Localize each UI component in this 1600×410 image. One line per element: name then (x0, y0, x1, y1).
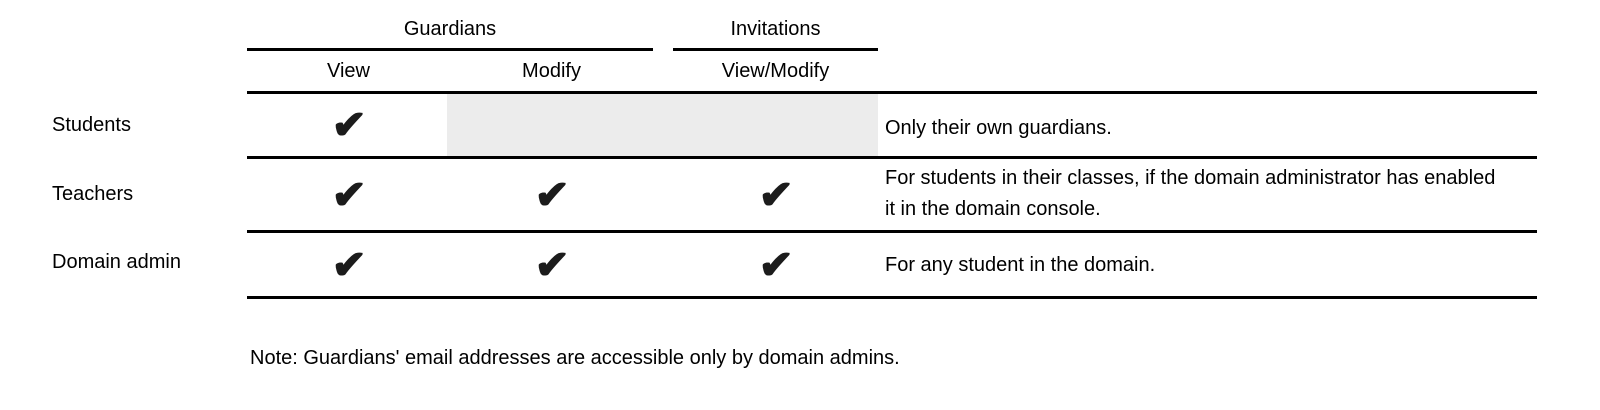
cell-teachers-invitations-view-modify: ✔ (673, 159, 878, 230)
table-rule (247, 156, 1537, 159)
table-rule (247, 91, 1537, 94)
cell-students-disabled-region (447, 94, 878, 156)
check-icon: ✔ (757, 172, 794, 217)
cell-domain-admin-invitations-view-modify: ✔ (673, 233, 878, 296)
column-header-modify: Modify (522, 60, 581, 82)
check-icon: ✔ (330, 103, 367, 147)
check-icon: ✔ (533, 242, 570, 287)
column-group-invitations: Invitations (730, 18, 821, 40)
column-header-view: View (327, 60, 370, 82)
cell-domain-admin-guardians-modify: ✔ (450, 233, 653, 296)
table-rule (247, 296, 1537, 299)
cell-teachers-guardians-modify: ✔ (450, 159, 653, 230)
column-group-guardians: Guardians (403, 18, 497, 40)
check-icon: ✔ (757, 242, 794, 287)
cell-domain-admin-guardians-view: ✔ (247, 233, 450, 296)
check-icon: ✔ (533, 172, 570, 217)
note-teachers: For students in their classes, if the do… (885, 167, 1496, 220)
cell-students-guardians-view: ✔ (247, 94, 450, 156)
row-label-students: Students (52, 114, 131, 136)
guardians-underline (247, 48, 653, 51)
cell-teachers-guardians-view: ✔ (247, 159, 450, 230)
note-domain-admin: For any student in the domain. (885, 254, 1156, 276)
invitations-underline (673, 48, 878, 51)
table-rule (247, 230, 1537, 233)
row-label-teachers: Teachers (52, 183, 134, 205)
check-icon: ✔ (330, 172, 367, 217)
row-label-domain-admin: Domain admin (52, 251, 181, 273)
column-header-view-modify: View/Modify (721, 60, 830, 82)
note-students: Only their own guardians. (885, 117, 1112, 139)
footnote: Note: Guardians' email addresses are acc… (250, 347, 900, 369)
check-icon: ✔ (330, 242, 367, 287)
